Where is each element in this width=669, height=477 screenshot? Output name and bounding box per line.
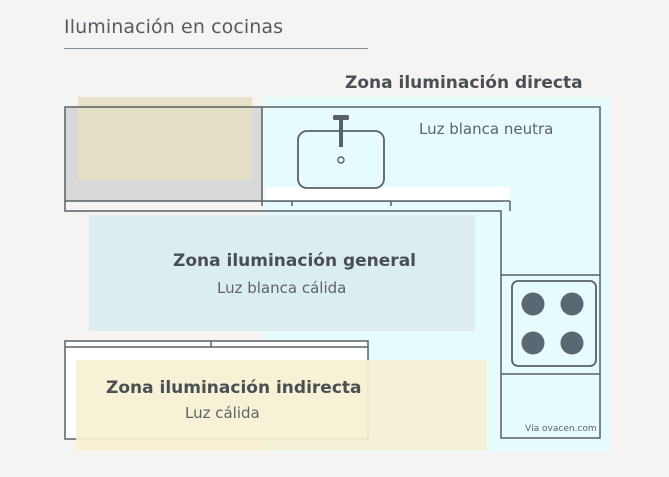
indirect-zone-subtitle: Luz cálida	[185, 404, 260, 422]
direct-zone-title: Zona iluminación directa	[345, 73, 583, 93]
cooktop-icon	[511, 280, 597, 367]
upper-cabinet-overlay	[78, 97, 252, 180]
direct-zone-subtitle: Luz blanca neutra	[419, 120, 554, 138]
sink-icon	[297, 115, 385, 189]
general-zone-subtitle: Luz blanca cálida	[217, 279, 347, 297]
general-zone-title: Zona iluminación general	[173, 251, 416, 271]
indirect-zone-title: Zona iluminación indirecta	[106, 378, 362, 398]
general-lighting-zone	[89, 215, 475, 331]
page-title: Iluminación en cocinas	[64, 16, 284, 38]
source-credit: Vía ovacen.com	[525, 424, 597, 434]
counter-edge-strip	[266, 187, 510, 201]
title-underline	[64, 48, 368, 49]
indirect-lighting-zone	[76, 360, 487, 451]
